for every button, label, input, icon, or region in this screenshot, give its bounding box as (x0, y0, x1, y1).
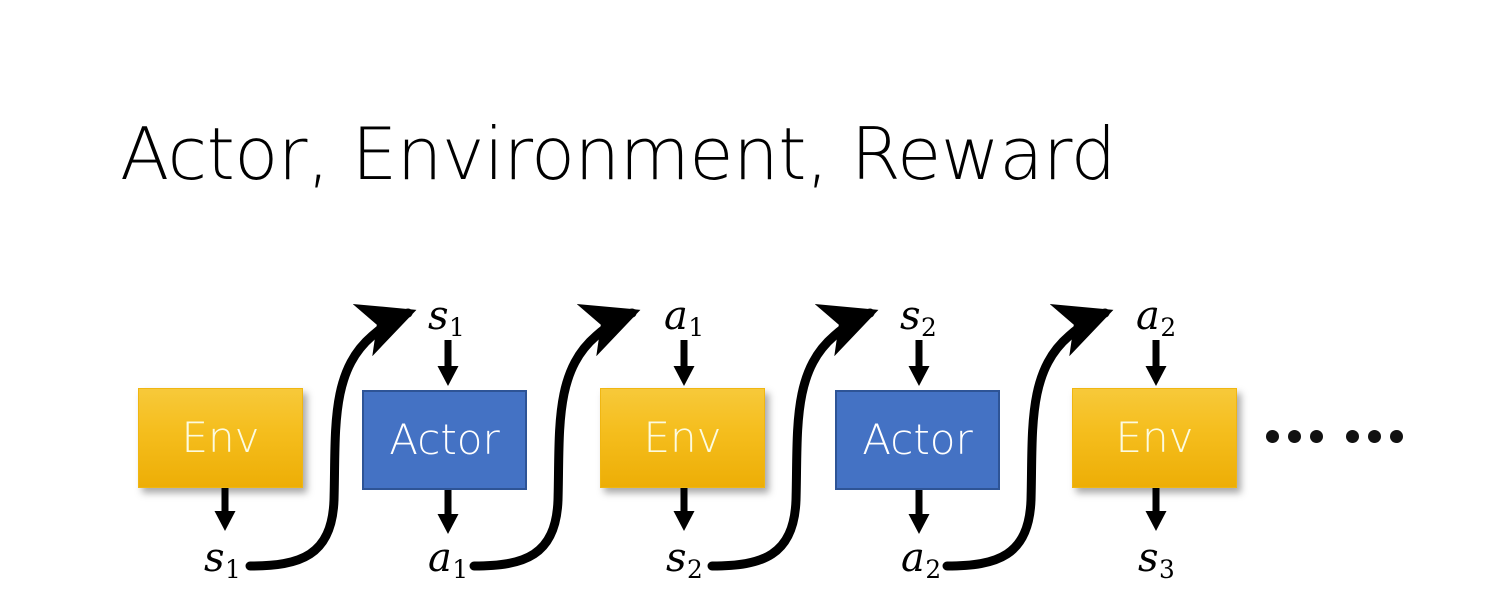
arrow-head (673, 366, 695, 386)
symbol-subscript: 2 (1160, 312, 1177, 342)
symbol-subscript: 1 (225, 554, 241, 584)
symbol-base: s (1138, 535, 1159, 581)
bottom-labels-a1: a1 (428, 538, 468, 583)
arrow-shaft (444, 340, 452, 366)
ellipsis-dot (1266, 430, 1279, 443)
top-labels-s1: s1 (428, 296, 465, 341)
ellipsis-dot (1288, 430, 1301, 443)
arrow-shaft (680, 487, 688, 511)
env2-input-arrow (673, 340, 695, 386)
actor2-output-arrow (908, 490, 930, 534)
bottom-labels-a2: a2 (901, 538, 941, 583)
symbol-base: a (428, 535, 452, 581)
top-labels-a1: a1 (664, 296, 704, 341)
symbol-base: s (666, 535, 687, 581)
env3-input-arrow (1145, 340, 1167, 386)
arrow-shaft (1152, 487, 1160, 511)
symbol-subscript: 1 (452, 554, 469, 584)
block-label: Actor (862, 415, 973, 464)
top-labels-s2: s2 (900, 296, 937, 341)
ellipsis-group-gap (1332, 436, 1337, 437)
symbol-subscript: 1 (688, 312, 705, 342)
arrow-head (1145, 511, 1167, 531)
ellipsis-dot (1368, 430, 1381, 443)
symbol-base: a (664, 293, 688, 339)
arrow-shaft (915, 340, 923, 366)
arrow-shaft (221, 487, 229, 511)
symbol-base: s (204, 535, 225, 581)
env1-output-arrow (214, 487, 236, 531)
symbol-subscript: 2 (925, 554, 942, 584)
symbol-subscript: 2 (921, 312, 937, 342)
arrow-head (1145, 366, 1167, 386)
arrow-head (673, 511, 695, 531)
arrow-head (214, 511, 236, 531)
arrow-head (437, 514, 459, 534)
block-actor-4: Actor (835, 390, 1000, 490)
block-actor-2: Actor (362, 390, 527, 490)
arrow-shaft (915, 490, 923, 514)
ellipsis-indicator (1266, 430, 1403, 443)
symbol-base: s (900, 293, 921, 339)
arrow-shaft (1152, 340, 1160, 366)
symbol-base: a (1136, 293, 1160, 339)
ellipsis-dot (1390, 430, 1403, 443)
block-label: Env (643, 413, 722, 462)
block-label: Actor (389, 415, 500, 464)
block-env-5: Env (1072, 388, 1237, 488)
block-label: Env (1115, 413, 1194, 462)
block-label: Env (181, 413, 260, 462)
bottom-labels-s1: s1 (204, 538, 241, 583)
top-labels-a2: a2 (1136, 296, 1176, 341)
arrow-shaft (680, 340, 688, 366)
arrow-head (908, 514, 930, 534)
env2-output-arrow (673, 487, 695, 531)
symbol-subscript: 2 (687, 554, 703, 584)
actor1-input-arrow (437, 340, 459, 386)
arrow-head (437, 366, 459, 386)
symbol-base: a (901, 535, 925, 581)
env3-output-arrow (1145, 487, 1167, 531)
bottom-labels-s2: s2 (666, 538, 703, 583)
symbol-subscript: 3 (1159, 554, 1175, 584)
symbol-subscript: 1 (449, 312, 465, 342)
bottom-labels-s3: s3 (1138, 538, 1175, 583)
ellipsis-dot (1310, 430, 1323, 443)
ellipsis-dot (1346, 430, 1359, 443)
actor2-input-arrow (908, 340, 930, 386)
symbol-base: s (428, 293, 449, 339)
arrow-shaft (444, 490, 452, 514)
page-title: Actor, Environment, Reward (120, 112, 1116, 196)
block-env-3: Env (600, 388, 765, 488)
block-env-1: Env (138, 388, 303, 488)
arrow-head (908, 366, 930, 386)
actor1-output-arrow (437, 490, 459, 534)
